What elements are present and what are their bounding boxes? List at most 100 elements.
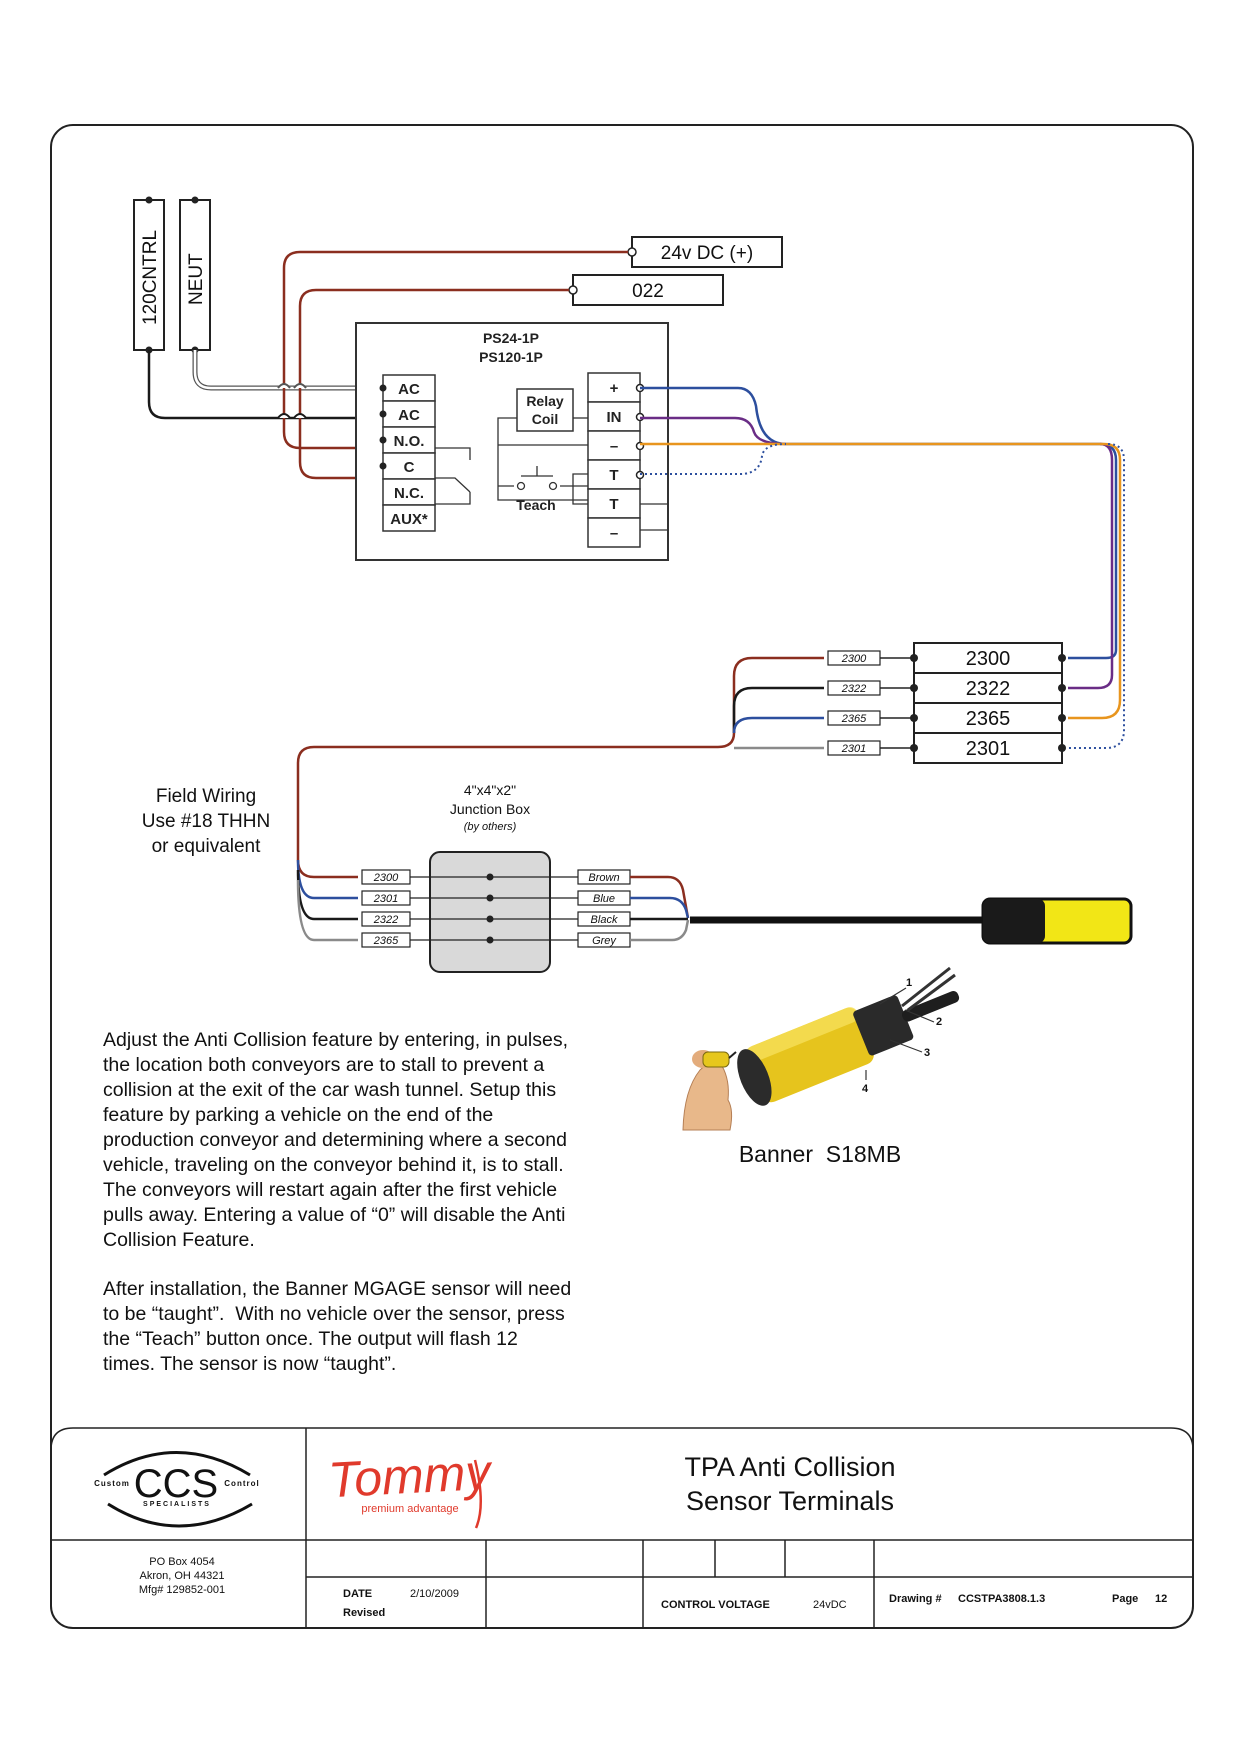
ps-title-2: PS120-1P <box>479 349 543 365</box>
callout-2: 2 <box>936 1016 942 1028</box>
strip-terminal-label: 2300 <box>966 648 1011 670</box>
drawing-number-label: Drawing # <box>889 1593 942 1605</box>
ps-right-terminals: +IN–TT– <box>587 372 645 548</box>
strip-terminal <box>913 732 1063 764</box>
jbox-out-label: Blue <box>593 893 615 905</box>
ps-right-terminal-label: – <box>610 438 618 455</box>
sensor-drawing <box>690 897 1133 945</box>
drawing-number-value: CCSTPA3808.1.3 <box>958 1593 1045 1605</box>
tommy-logo-sub: premium advantage <box>361 1503 458 1515</box>
control-voltage-value: 24vDC <box>813 1599 847 1611</box>
ps-left-terminal <box>382 478 436 506</box>
terminal-dot <box>379 410 387 418</box>
title-block <box>50 1427 1194 1628</box>
date-label: DATE <box>343 1588 372 1600</box>
jbox-splice <box>486 873 494 881</box>
strip-dot-left <box>910 684 918 692</box>
callout-1: 1 <box>906 977 912 989</box>
ccs-logo <box>103 1451 253 1528</box>
teach-button: Teach <box>498 466 588 513</box>
ps-title-1: PS24-1P <box>483 330 539 346</box>
jbox-splice <box>486 894 494 902</box>
address-line-3: Mfg# 129852-001 <box>139 1584 225 1596</box>
output-24vdc-label: 24v DC (+) <box>661 243 753 264</box>
ccs-logo-main: CCS <box>134 1462 218 1506</box>
drawing-title-1: TPA Anti Collision <box>684 1452 895 1482</box>
strip-wire-tag <box>827 680 881 696</box>
callout-3: 3 <box>924 1047 930 1059</box>
field-wiring-2: Use #18 THHN <box>142 811 270 832</box>
ps-left-terminal <box>382 426 436 454</box>
jbox-title-3: (by others) <box>464 821 517 833</box>
ps-right-terminal <box>587 517 641 548</box>
address-line-1: PO Box 4054 <box>149 1556 214 1568</box>
field-wiring-1: Field Wiring <box>156 786 256 807</box>
rail-label-neut: NEUT <box>186 253 207 305</box>
terminal-dot <box>379 384 387 392</box>
ps-left-terminal-label: AC <box>398 407 420 424</box>
jbox-splice <box>486 936 494 944</box>
callout-4: 4 <box>862 1083 869 1095</box>
jbox-in-label: 2300 <box>373 872 399 884</box>
jbox-splice <box>486 915 494 923</box>
page-label: Page <box>1112 1593 1138 1605</box>
field-wiring-3: or equivalent <box>152 836 262 857</box>
rail-label-120cntrl: 120CNTRL <box>140 230 161 325</box>
junction-box <box>429 851 551 973</box>
date-value: 2/10/2009 <box>410 1588 459 1600</box>
relay-label-1: Relay <box>526 393 564 409</box>
ps-right-terminal-label: + <box>610 380 619 397</box>
ps-right-terminal <box>587 401 641 432</box>
ps-left-terminal-label: N.O. <box>394 433 425 450</box>
strip-wire-tag <box>827 740 881 756</box>
output-022-label: 022 <box>632 281 664 302</box>
rail-neut: NEUT <box>179 196 211 354</box>
jbox-out-label: Black <box>591 914 618 926</box>
jbox-out-label: Grey <box>592 935 617 947</box>
jbox-in-tag <box>361 911 411 927</box>
sensor-caption: Banner S18MB <box>739 1141 901 1167</box>
ccs-logo-left: Custom <box>94 1479 130 1488</box>
page-value: 12 <box>1155 1593 1167 1605</box>
drawing-title-2: Sensor Terminals <box>686 1486 894 1516</box>
strip-dot-right <box>1058 744 1066 752</box>
strip-dot-left <box>910 714 918 722</box>
ps-left-terminal-label: AC <box>398 381 420 398</box>
ps-left-terminal <box>382 374 436 402</box>
ps-left-terminal-label: N.C. <box>394 485 424 502</box>
ccs-logo-sub: SPECIALISTS <box>143 1501 211 1508</box>
instruction-paragraph-1: Adjust the Anti Collision feature by ent… <box>103 1029 569 1251</box>
strip-dot-right <box>1058 654 1066 662</box>
output-022: 022 <box>568 274 724 306</box>
jbox-out-label: Brown <box>588 872 619 884</box>
jbox-title-1: 4"x4"x2" <box>464 782 516 798</box>
strip-terminal-label: 2322 <box>966 678 1011 700</box>
rail-120cntrl: 120CNTRL <box>133 196 165 354</box>
ccs-logo-right: Control <box>224 1479 259 1488</box>
control-voltage-label: CONTROL VOLTAGE <box>661 1599 770 1611</box>
ps-right-terminal <box>587 459 641 490</box>
relay-label-2: Coil <box>532 411 558 427</box>
jbox-in-tag <box>361 932 411 948</box>
strip-dot-left <box>910 744 918 752</box>
teach-label: Teach <box>516 497 555 513</box>
ps-left-terminal-label: AUX* <box>390 511 428 528</box>
address-line-2: Akron, OH 44321 <box>140 1570 225 1582</box>
relay-coil: Relay Coil <box>516 388 574 432</box>
strip-wire-tag-label: 2322 <box>841 683 866 695</box>
strip-dot-right <box>1058 714 1066 722</box>
ps-right-terminal-label: T <box>609 496 618 513</box>
strip-wire-tag <box>827 650 881 666</box>
revised-label: Revised <box>343 1607 385 1619</box>
strip-terminal <box>913 702 1063 734</box>
strip-wire-tag-label: 2300 <box>841 653 867 665</box>
terminal-dot <box>379 462 387 470</box>
output-24vdc: 24v DC (+) <box>627 236 783 268</box>
jbox-in-tag <box>361 890 411 906</box>
strip-wire-tag-label: 2365 <box>841 713 867 725</box>
jbox-title-2: Junction Box <box>450 801 530 817</box>
strip-dot-left <box>910 654 918 662</box>
